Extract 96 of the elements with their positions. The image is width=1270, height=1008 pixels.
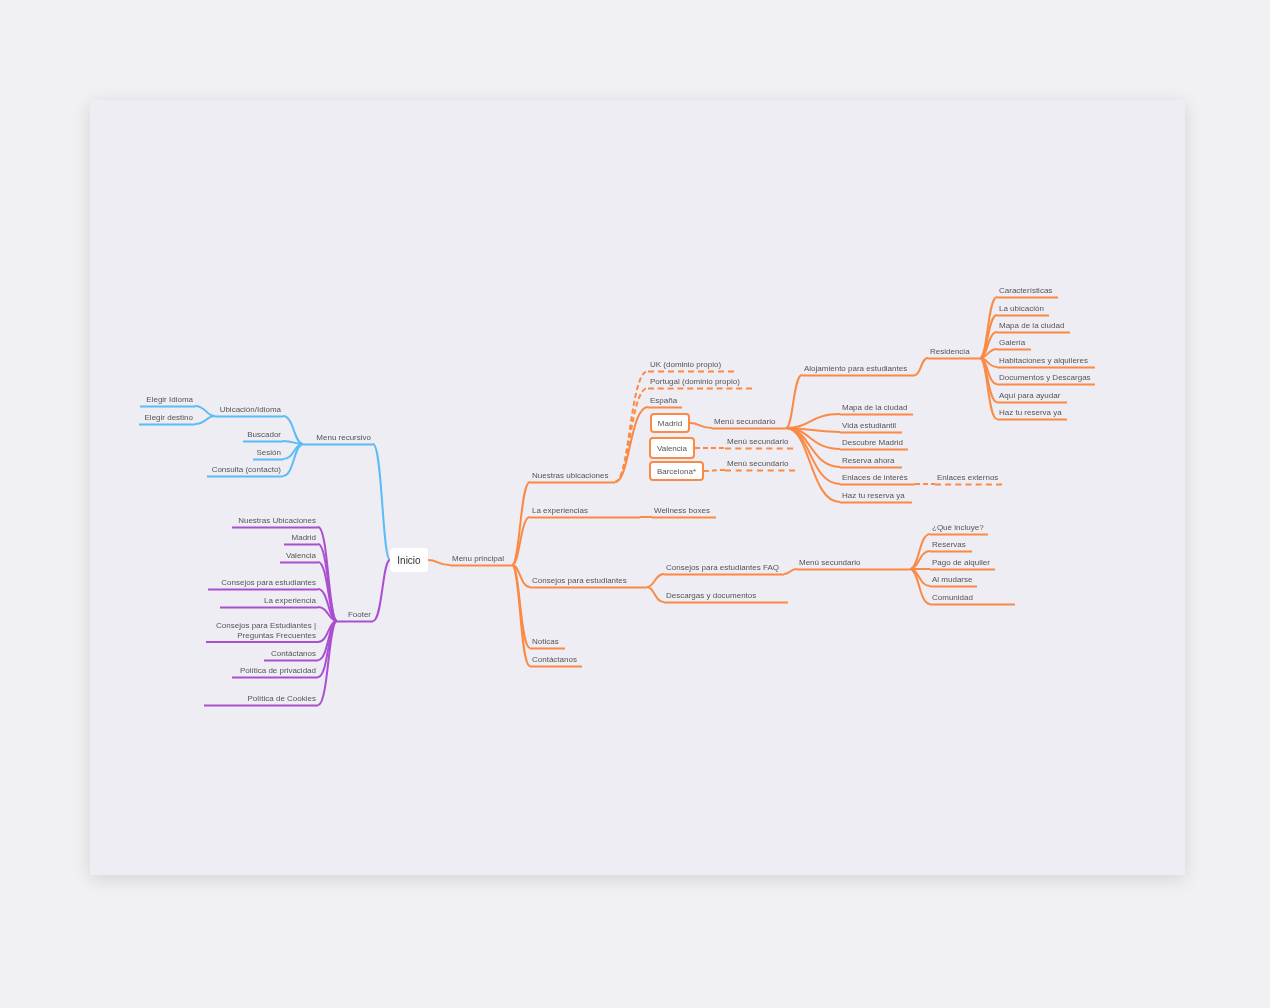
branch-line [909,533,931,570]
topic-label: Comunidad [930,592,1015,605]
topic-label: Enlaces externos [935,472,1002,485]
branch-line [909,568,931,605]
topic-label: Habitaciones y alquileres [997,355,1095,368]
topic-label: Portugal (dominio propio) [648,376,752,389]
root-topic-box: Inicio [390,548,428,572]
topic-label: Consejos para estudiantes FAQ [664,562,784,575]
topic-label: Ubicación/Idioma [215,404,283,417]
branch-line [785,374,803,429]
branch-line [694,447,726,449]
topic-label: Consejos para estudiantes [530,575,647,588]
topic-label: Wellness boxes [652,505,716,518]
branch-line [427,559,451,566]
topic-label: Consejos para estudiantes [208,577,318,590]
topic-label: Menú secundario [725,436,793,449]
branch-line [783,568,798,575]
branch-line [979,331,998,359]
topic-label: La ubicación [997,303,1049,316]
topic-label: Galería [997,337,1031,350]
topic-label: Descargas y documentos [664,590,788,603]
branch-line [979,357,998,420]
topic-label: Mapa de la ciudad [997,320,1070,333]
branch-line [511,564,531,667]
topic-label: Descubre Madrid [840,437,908,450]
topic-label: UK (dominio propio) [648,359,734,372]
topic-label: La experiencia [220,595,318,608]
topic-label: Elegir Idioma [140,394,195,407]
topic-label: Contáctanos [530,654,582,667]
branch-line [511,516,531,566]
branch-line [317,588,338,622]
branch-line [979,296,998,359]
topic-label: Al mudarse [930,574,977,587]
topic-label: Nuestras ubicaciones [530,470,615,483]
topic-label: Menu principal [450,553,512,566]
topic-label: Menú secundario [725,458,795,471]
topic-label: Política de Cookies [204,693,318,706]
topic-label: Reserva ahora [840,455,902,468]
branch-line [194,415,216,425]
branch-line [317,620,338,706]
topic-label: Menú secundario [712,416,786,429]
branch-line [317,543,338,622]
topic-label: España [648,395,682,408]
branch-line [914,357,929,376]
topic-label: Noticas [530,636,565,649]
topic-label: Reservas [930,539,972,552]
branch-line [372,443,391,561]
branch-line [372,559,391,622]
topic-box: Madrid [650,413,690,433]
branch-line [282,443,304,460]
branch-line [909,568,931,570]
branch-line [639,516,653,518]
topic-label: Política de privacidad [232,665,318,678]
topic-label: Footer [337,609,373,622]
branch-line [317,620,338,678]
topic-box: Barcelona* [649,461,704,481]
branch-line [511,564,531,588]
topic-label: Pago de alquiler [930,557,995,570]
topic-label: Aquí para ayudar [997,390,1067,403]
topic-label: La experiencias [530,505,640,518]
topic-label: Consulta (contacto) [207,464,283,477]
topic-label: Sesión [253,447,283,460]
branch-line [614,406,649,483]
topic-label: Menú secundario [797,557,910,570]
branch-line [646,573,665,588]
branch-line [614,387,649,483]
topic-label: Alojamiento para estudiantes [802,363,915,376]
branch-line [614,370,649,483]
topic-label: Madrid [284,532,318,545]
branch-line [914,483,936,485]
topic-label: Características [997,285,1058,298]
branch-line [646,586,665,603]
topic-label: Buscador [243,429,283,442]
topic-box: Valencia [649,437,695,459]
topic-label: Nuestras Ubicaciones [232,515,318,528]
topic-label: Contáctanos [264,648,318,661]
topic-label: ¿Qué incluye? [930,522,988,535]
topic-label: Consejos para Estudiantes | Preguntas Frecuentes [206,621,318,643]
topic-label: Haz tu reserva ya [840,490,912,503]
branch-line [282,443,304,477]
topic-label: Vida estudiantil [840,420,902,433]
topic-label: Elegir destino [139,412,195,425]
branch-line [979,357,998,403]
branch-line [785,427,841,503]
branch-line [909,550,931,570]
branch-line [703,469,726,472]
branch-line [689,422,713,429]
topic-label: Enlaces de interés [840,472,915,485]
topic-label: Documentos y Descargas [997,372,1095,385]
branch-line [511,481,531,566]
topic-label: Haz tu reserva ya [997,407,1067,420]
branch-line [282,415,304,445]
topic-label: Valencia [280,550,318,563]
topic-label: Menu recursivo [303,432,373,445]
topic-label: Residencia [928,346,980,359]
topic-label: Mapa de la ciudad [840,402,913,415]
